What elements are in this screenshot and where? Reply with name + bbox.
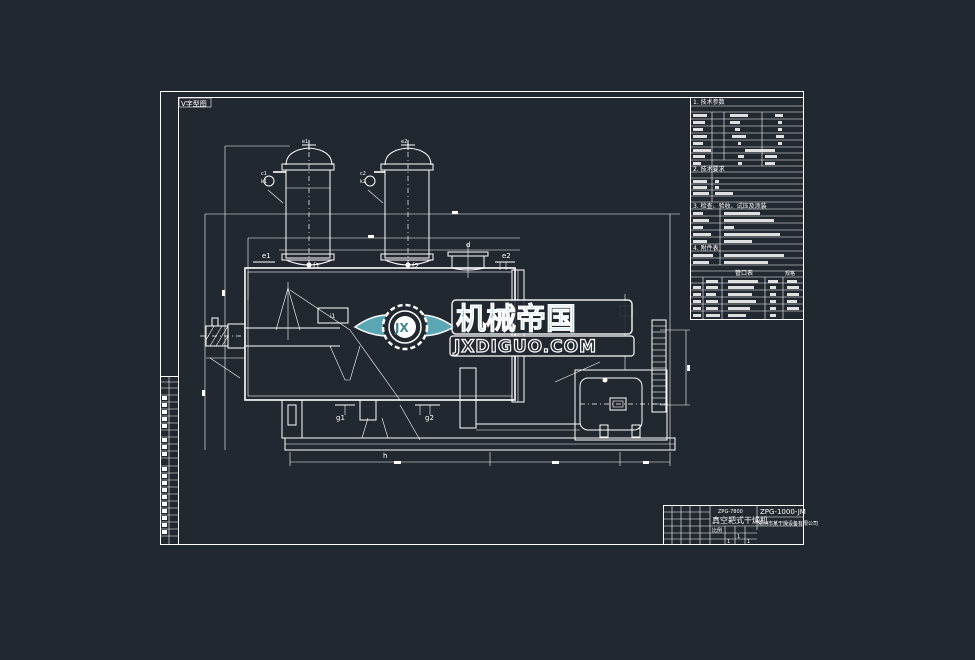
title-block: ZPG-7800 真空耙式干燥机 ZPG-1000-JM 常州市某干燥设备有限公…	[663, 505, 818, 545]
label-k2: k2	[360, 179, 366, 185]
watermark-brand-cn: 机械帝国	[456, 302, 576, 337]
site-watermark: JX 机械帝国 JXDIGUO.COM	[353, 299, 635, 358]
base-frame: g1 g2 h	[281, 367, 676, 460]
label-f1: f1	[313, 262, 320, 270]
label-k1: k1	[261, 179, 267, 185]
filter-vessel-2: e2 f2 c2 k2	[360, 139, 434, 272]
label-g1: g1	[336, 414, 345, 422]
scale-value: 1	[737, 534, 740, 540]
label-c2: c2	[360, 171, 366, 177]
stage-label: 比例	[712, 527, 722, 534]
revision-strip	[160, 376, 179, 545]
filter-vessel-1: e1 f1 c1 k1	[261, 139, 335, 272]
parts-table-title: 管口表	[735, 269, 753, 277]
label-c1: c1	[261, 171, 267, 177]
sheet-number: 1	[727, 539, 730, 545]
label-e2-top: e2	[401, 139, 407, 145]
spec-section-2: 2. 技术要求	[693, 165, 725, 173]
sheet-total: 1	[747, 539, 750, 545]
drawing-title: 真空耙式干燥机	[712, 515, 768, 525]
watermark-url: JXDIGUO.COM	[453, 337, 597, 357]
label-e1-side: e1	[262, 252, 271, 260]
sheet-tag-text: V字型图	[181, 99, 207, 108]
label-f2: f2	[412, 262, 419, 270]
label-e2-side: e2	[502, 252, 511, 260]
label-g2: g2	[425, 414, 434, 422]
machine-elevation-view: e1 f1 c1 k1 e2 f2 c2 k2	[200, 139, 690, 466]
spec-section-3: 3. 检查、验收、试压及涂装	[693, 202, 767, 210]
model-number: ZPG-1000-JM	[760, 508, 806, 516]
company-name: 常州市某干燥设备有限公司	[758, 520, 818, 527]
label-e1-top: e1	[302, 139, 308, 145]
label-i1: i1	[330, 313, 336, 320]
label-h: h	[383, 452, 387, 460]
label-d: d	[466, 241, 470, 249]
drawing-number: ZPG-7800	[718, 509, 743, 515]
spec-section-1: 1. 技术参数	[693, 98, 725, 106]
spec-section-4: 4. 附件表	[693, 244, 719, 252]
parts-col-header: 规格	[785, 270, 795, 277]
watermark-logo-text: JX	[394, 321, 409, 335]
sheet-tag: V字型图	[178, 97, 212, 108]
spec-table: 1. 技术参数 2. 技术要求 3. 检查、验收、试压及涂装 4. 附件表 管口…	[690, 97, 804, 320]
